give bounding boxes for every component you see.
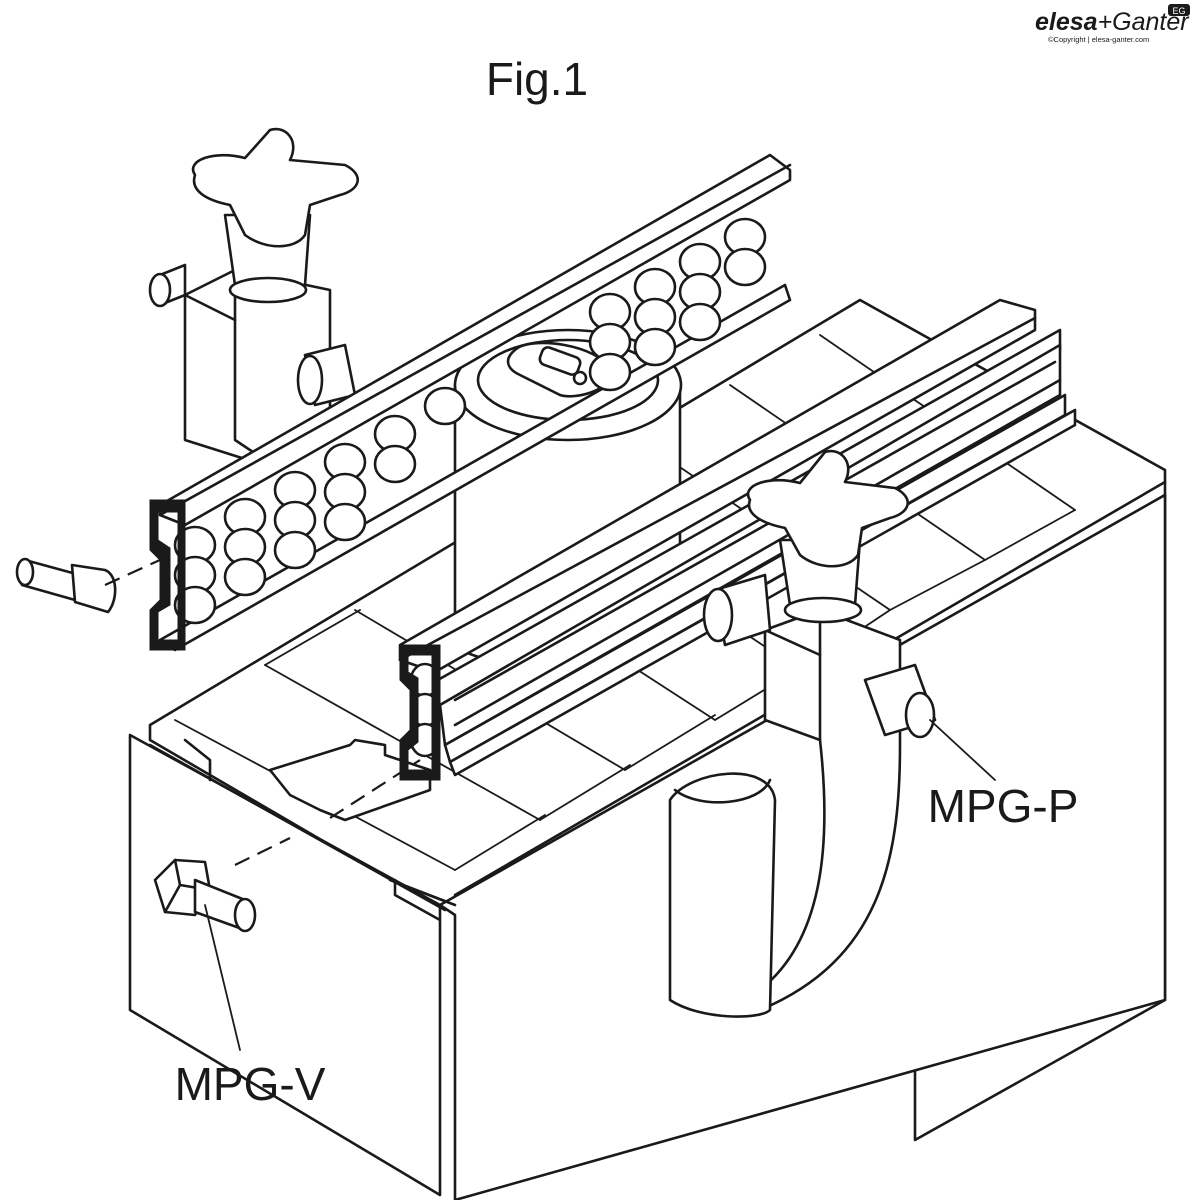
left-clamp-bracket [148, 127, 359, 472]
mpg-p-pin-end [904, 691, 936, 739]
back-guide-rail [149, 153, 792, 652]
brand-logo: elesa+Ganter EG ©Copyright | elesa-gante… [1035, 4, 1190, 44]
roller-row-upper [173, 217, 767, 565]
figure-title: Fig.1 [486, 53, 588, 105]
brand-badge: EG [1172, 6, 1185, 16]
mpg-v-pin [153, 858, 257, 933]
mpg-p-leader [929, 719, 996, 781]
svg-text:elesa+Ganter: elesa+Ganter [1035, 8, 1190, 36]
front-guide-rail [398, 298, 1077, 781]
rail-end-profile [149, 499, 186, 651]
loose-pin-left [15, 557, 117, 614]
mpg-v-leader [204, 904, 241, 1051]
right-clamp-mpg-p [668, 449, 937, 1018]
callout-mpg-v: MPG-V [175, 1058, 326, 1110]
callout-mpg-p: MPG-P [928, 780, 1079, 832]
assembly-lines [104, 558, 421, 866]
callout-leaders [204, 719, 996, 1051]
brand-name-part1: elesa [1035, 8, 1098, 36]
front-rail-end-profile [399, 644, 441, 781]
brand-badge-box [1168, 4, 1190, 16]
brand-copyright: ©Copyright | elesa-ganter.com [1048, 35, 1149, 44]
